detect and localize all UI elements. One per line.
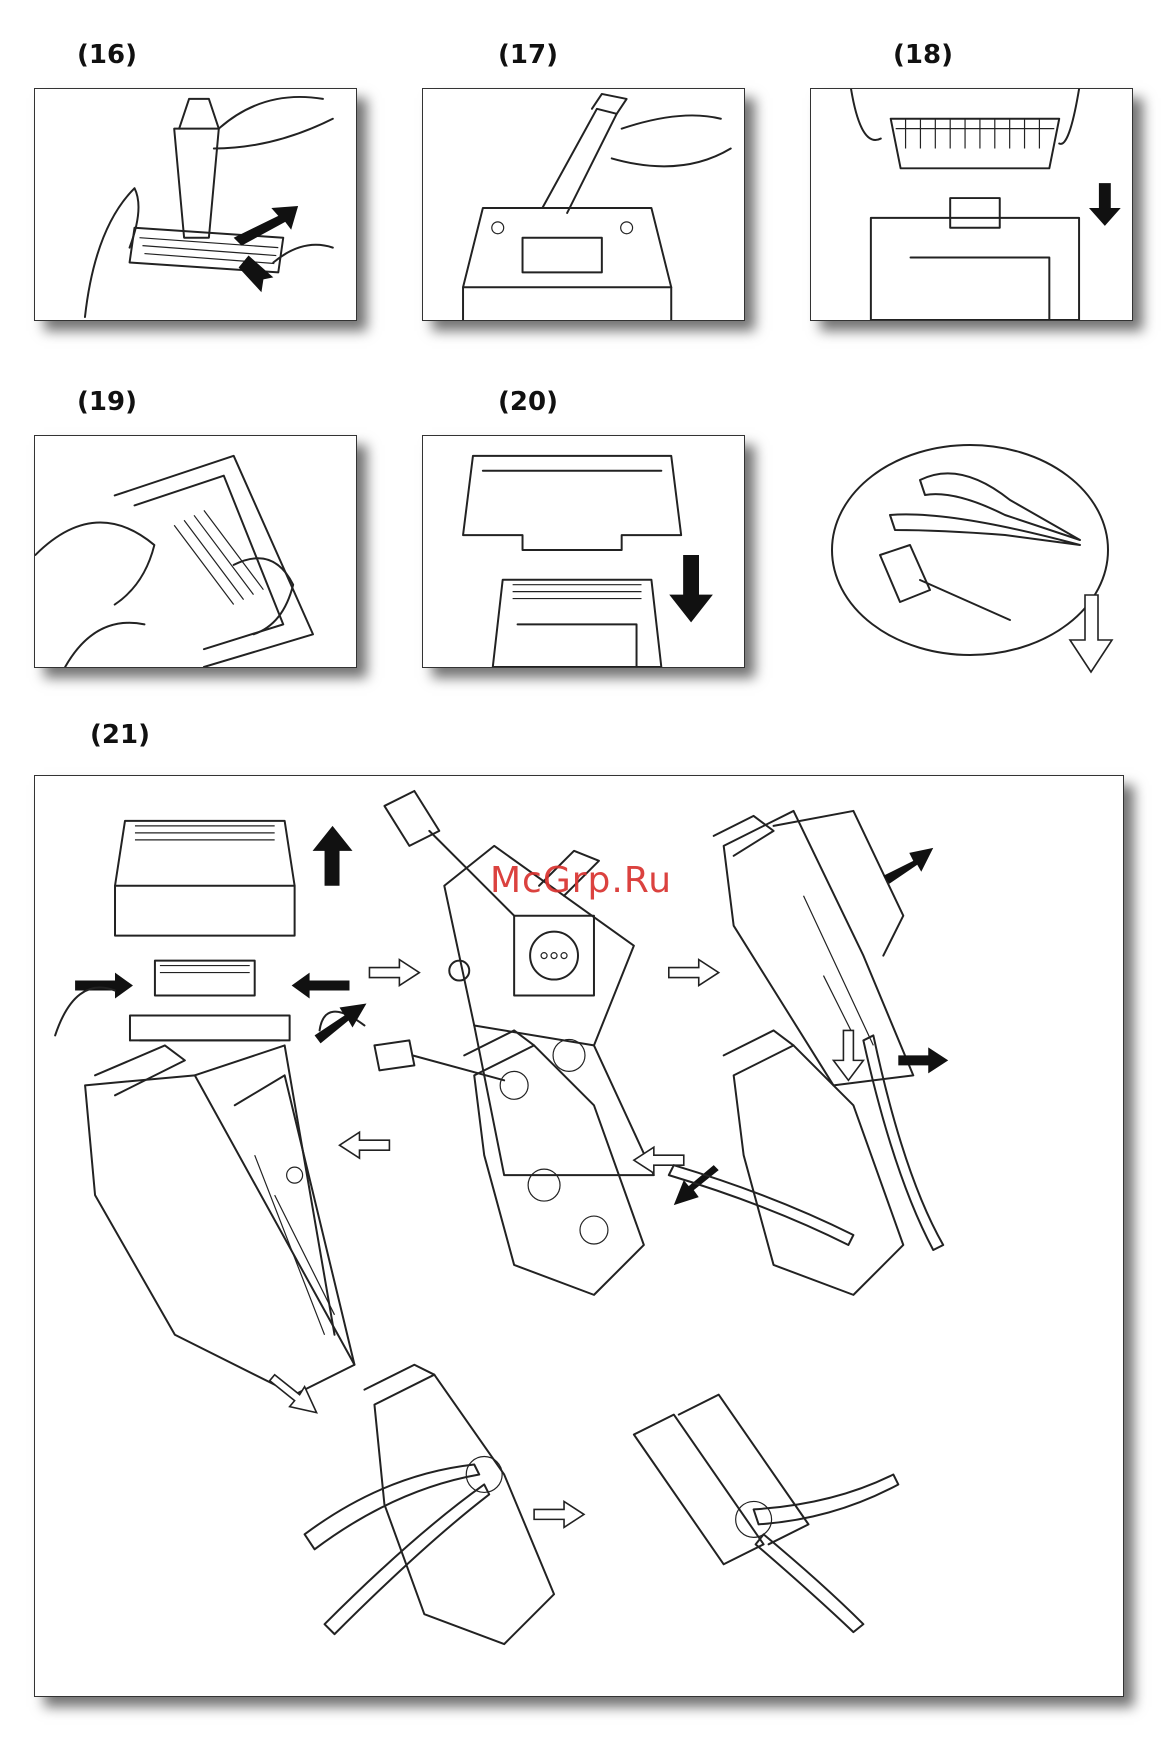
panel-19-brush-inside [34,435,357,668]
illustration-brush-head [423,89,744,320]
step-label-18: (18) [893,40,953,70]
panel-21-disassembly [34,775,1124,1697]
tools-bubble [830,440,1120,680]
arrow-outline-diagonal-icon [270,1375,317,1413]
illustration-disassembly-sequence [35,776,1123,1696]
arrow-right-icon [898,1047,948,1073]
illustration-tools [830,440,1120,680]
arrow-outline-left-icon [340,1132,390,1158]
arrow-outline-left-icon [634,1147,684,1173]
panel-20-attach-cover [422,435,745,668]
arrow-diagonal-icon [315,1004,367,1044]
step-label-17: (17) [498,40,558,70]
arrow-outline-right-icon [669,960,719,986]
illustration-attach-cover [423,436,744,667]
watermark-text: McGrp.Ru [490,860,672,901]
illustration-insert-cutter [811,89,1132,320]
arrow-down-icon [669,555,713,622]
battery-icon [634,1415,764,1565]
step-label-16: (16) [77,40,137,70]
illustration-brush-cutter [35,89,356,320]
illustration-brush-inside [35,436,356,667]
panel-16-brush-cutter [34,88,357,321]
arrow-left-icon [292,973,350,999]
step-label-21: (21) [90,720,150,750]
arrow-right-icon [75,973,133,999]
panel-17-brush-head [422,88,745,321]
step-label-20: (20) [498,387,558,417]
arrow-outline-down-icon [833,1030,863,1080]
oil-bottle-icon [374,1040,414,1070]
panel-18-insert-cutter [810,88,1133,321]
arrow-diagonal-icon [883,848,933,884]
step-label-19: (19) [77,387,137,417]
arrow-down-icon [1089,183,1121,226]
screwdriver-icon [384,791,439,846]
arrow-diagonal-icon [234,206,298,246]
arrow-outline-right-icon [369,960,419,986]
arrow-outline-right-icon [534,1501,584,1527]
arrow-up-icon [313,826,353,886]
